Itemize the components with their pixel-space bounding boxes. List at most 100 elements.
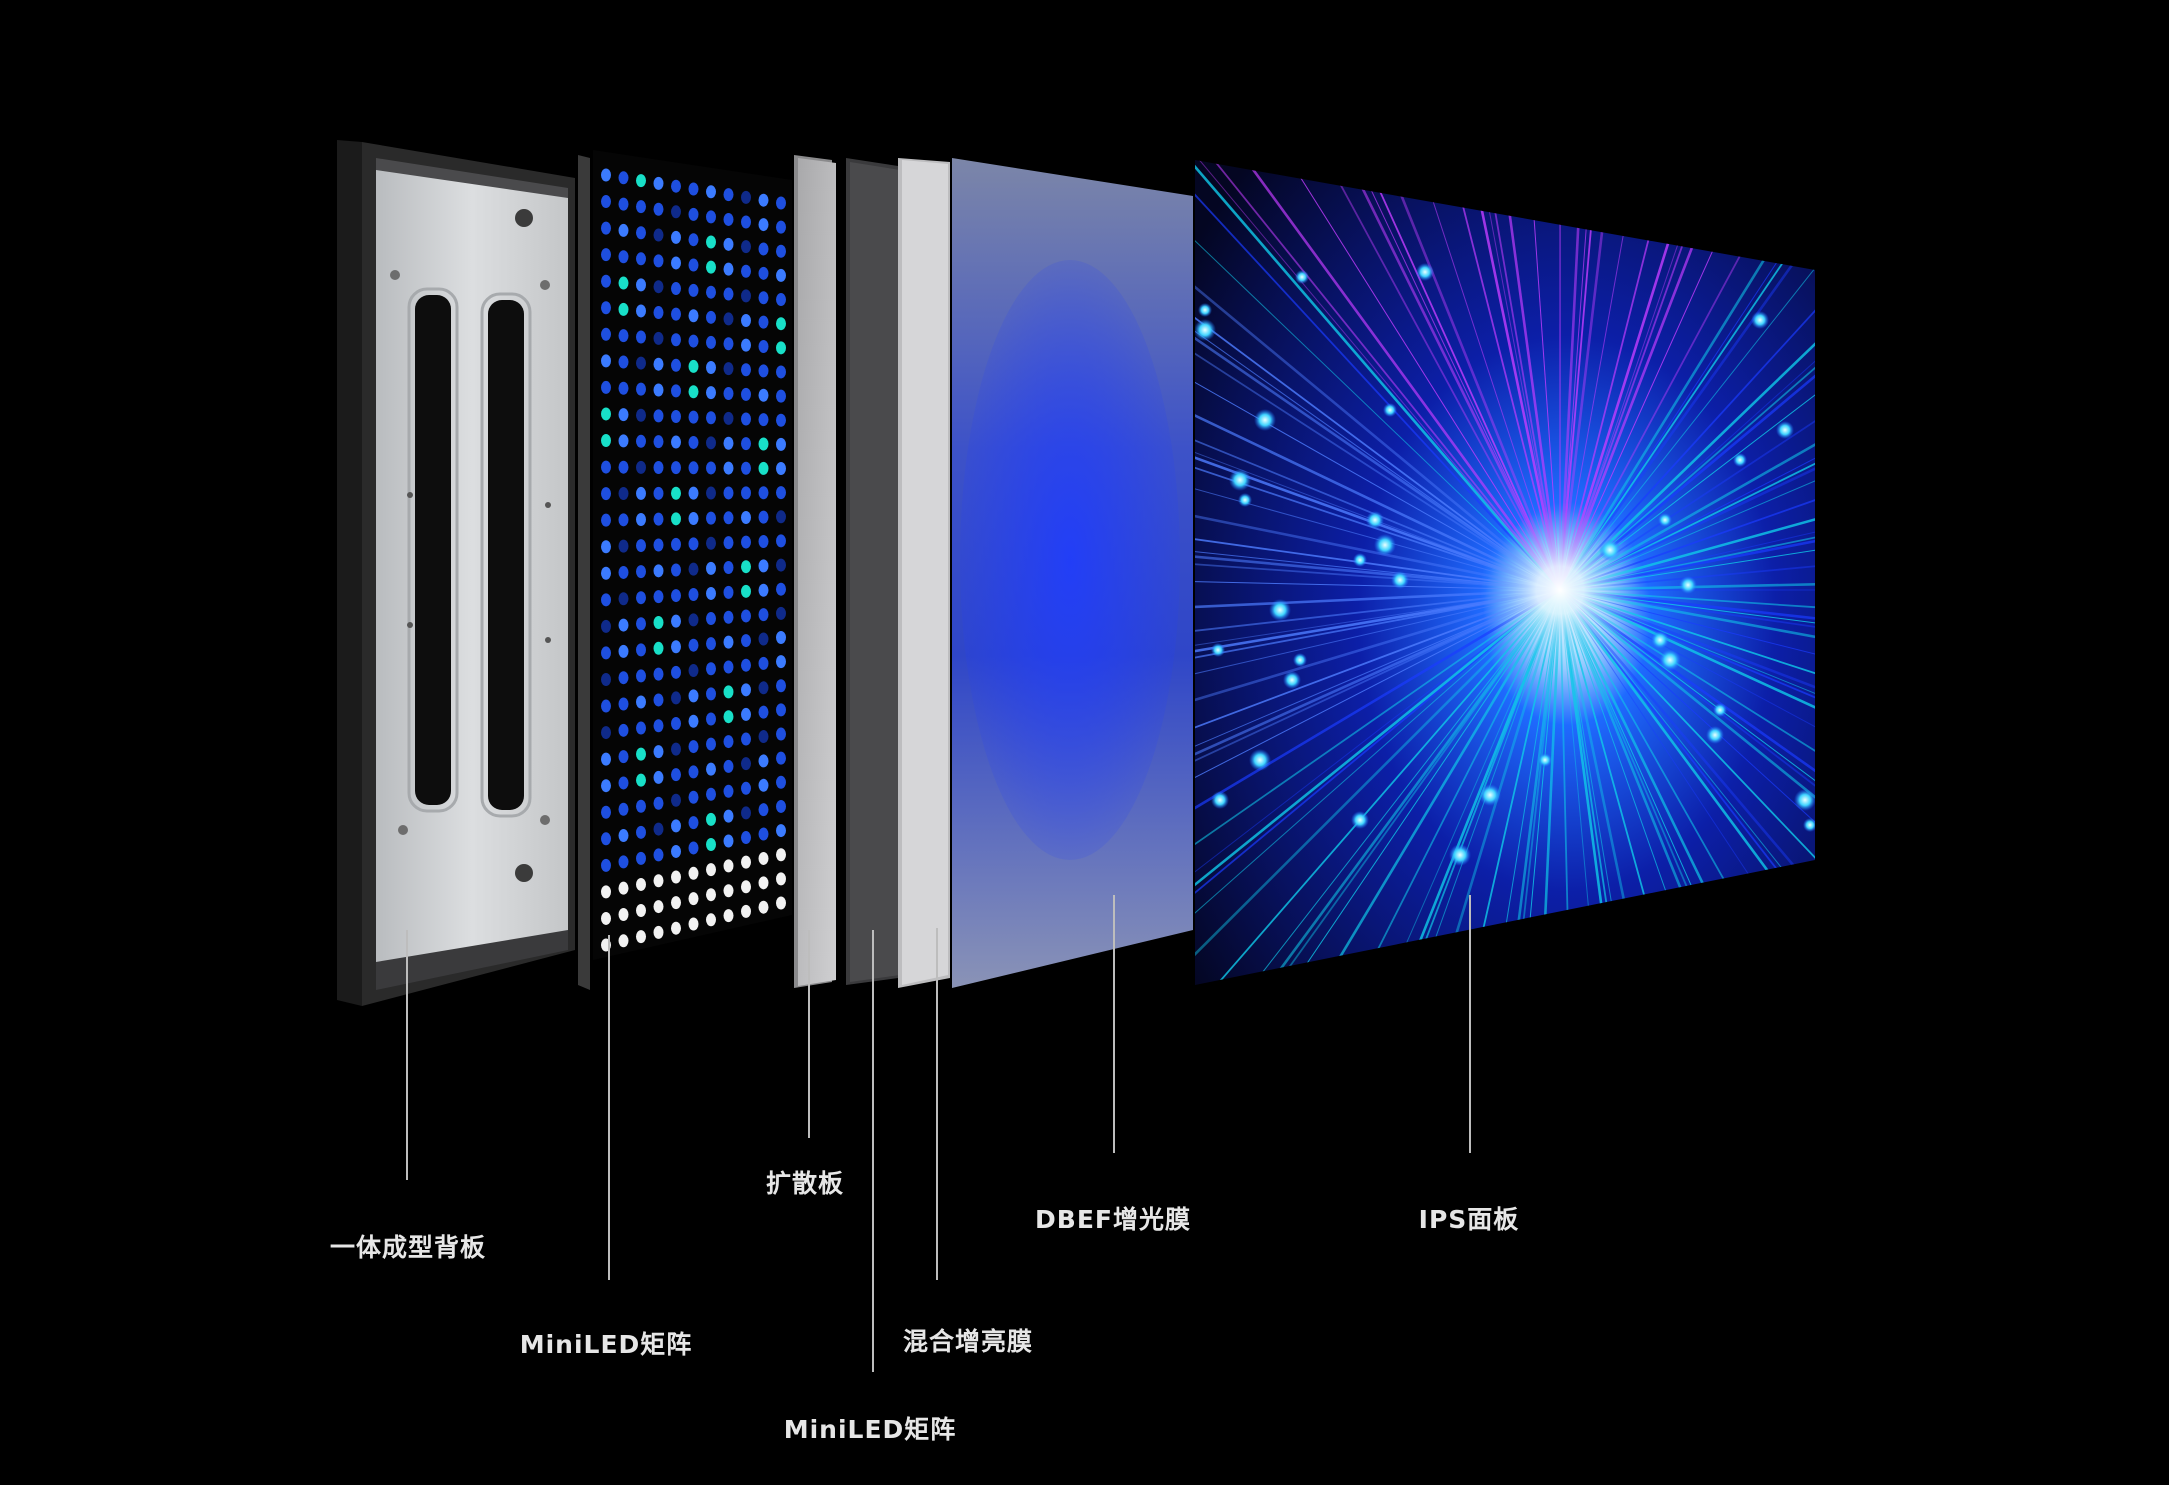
- led-dot: [759, 559, 769, 572]
- led-dot: [654, 719, 664, 732]
- led-dot: [619, 487, 629, 500]
- led-dot: [759, 462, 769, 475]
- led-dot: [619, 277, 629, 290]
- led-dot: [671, 180, 681, 193]
- led-dot: [636, 904, 646, 917]
- led-dot: [654, 306, 664, 319]
- led-dot: [706, 913, 716, 926]
- glow-dot: [1283, 671, 1301, 689]
- led-dot: [759, 779, 769, 792]
- led-dot: [724, 387, 734, 400]
- led-dot: [671, 819, 681, 832]
- led-dot: [619, 355, 629, 368]
- led-dot: [759, 340, 769, 353]
- led-dot: [601, 885, 611, 898]
- led-dot: [636, 252, 646, 265]
- led-dot: [706, 637, 716, 650]
- led-dot: [636, 748, 646, 761]
- led-dot: [776, 245, 786, 258]
- led-dot: [671, 563, 681, 576]
- led-dot: [601, 832, 611, 845]
- led-dot: [671, 256, 681, 269]
- label-backplate: 一体成型背板: [330, 1228, 486, 1264]
- led-dot: [706, 662, 716, 675]
- led-dot: [741, 240, 751, 253]
- led-dot: [654, 487, 664, 500]
- led-dot: [776, 559, 786, 572]
- led-dot: [741, 683, 751, 696]
- led-dot: [776, 486, 786, 499]
- led-dot: [706, 236, 716, 249]
- leader-line-dbef-film: [1113, 895, 1115, 1153]
- led-dot: [689, 360, 699, 373]
- led-dot: [741, 437, 751, 450]
- led-dot: [706, 763, 716, 776]
- led-dot: [601, 620, 611, 633]
- led-dot: [776, 679, 786, 692]
- led-dot: [689, 664, 699, 677]
- led-dot: [706, 461, 716, 474]
- led-dot: [706, 612, 716, 625]
- led-dot: [601, 726, 611, 739]
- led-dot: [724, 288, 734, 301]
- led-dot: [741, 831, 751, 844]
- led-dot: [654, 358, 664, 371]
- led-dot: [619, 908, 629, 921]
- glow-dot: [1194, 319, 1216, 341]
- led-dot: [776, 365, 786, 378]
- led-dot: [654, 254, 664, 267]
- led-dot: [741, 905, 751, 918]
- led-dot: [741, 462, 751, 475]
- led-dot: [759, 535, 769, 548]
- led-dot: [706, 336, 716, 349]
- glow-dot: [1776, 421, 1794, 439]
- led-dot: [619, 671, 629, 684]
- led-dot: [759, 218, 769, 231]
- glow-dot: [1391, 571, 1409, 589]
- backplate-part: [337, 140, 575, 1006]
- glow-dot: [1651, 631, 1669, 649]
- led-dot: [689, 537, 699, 550]
- led-dot: [619, 855, 629, 868]
- led-dot: [776, 317, 786, 330]
- led-dot: [724, 486, 734, 499]
- led-dot: [689, 613, 699, 626]
- led-dot: [706, 311, 716, 324]
- led-dot: [619, 171, 629, 184]
- led-dot: [724, 437, 734, 450]
- led-dot: [706, 411, 716, 424]
- led-dot: [671, 691, 681, 704]
- led-dot: [671, 538, 681, 551]
- led-dot: [671, 205, 681, 218]
- led-dot: [619, 724, 629, 737]
- glow-dot: [1238, 493, 1252, 507]
- led-dot: [671, 487, 681, 500]
- led-dot: [706, 512, 716, 525]
- led-dot: [671, 589, 681, 602]
- led-dot: [619, 698, 629, 711]
- led-dot: [759, 364, 769, 377]
- leader-line-diffuser: [808, 930, 810, 1138]
- led-dot: [636, 200, 646, 213]
- led-dot: [601, 487, 611, 500]
- led-dot: [741, 659, 751, 672]
- led-dot: [689, 309, 699, 322]
- glow-dot: [1538, 753, 1552, 767]
- leader-line-miniled-array: [608, 935, 610, 1280]
- led-dot: [776, 631, 786, 644]
- led-dot: [706, 261, 716, 274]
- led-dot: [724, 859, 734, 872]
- led-dot: [689, 588, 699, 601]
- led-dot: [619, 408, 629, 421]
- led-dot: [671, 768, 681, 781]
- glow-dot: [1295, 270, 1309, 284]
- led-dot: [741, 191, 751, 204]
- led-dot: [671, 717, 681, 730]
- label-miniled-array-2: MiniLED矩阵: [784, 1410, 957, 1446]
- led-dot: [776, 607, 786, 620]
- glow-dot: [1249, 749, 1271, 771]
- led-dot: [724, 238, 734, 251]
- led-dot: [636, 565, 646, 578]
- led-dot: [601, 806, 611, 819]
- led-dot: [689, 487, 699, 500]
